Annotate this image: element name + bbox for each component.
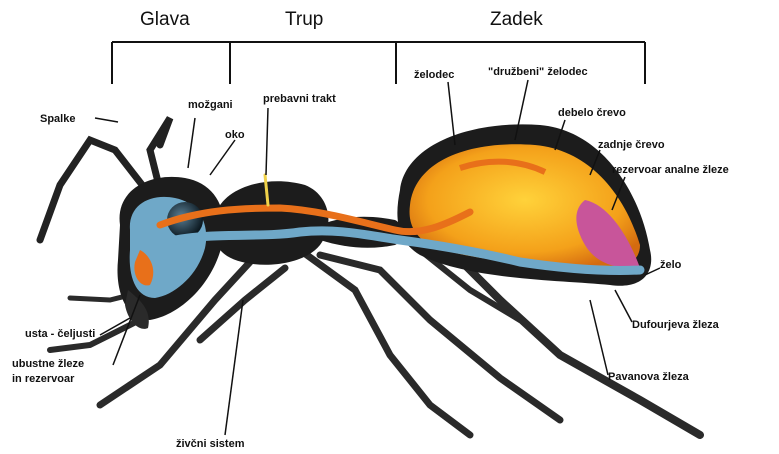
label-anal-gland-reservoir: rezervoar analne žleze (612, 164, 729, 176)
label-pavan-gland: Pavanova žleza (608, 371, 690, 383)
label-social-stomach: "družbeni" želodec (488, 66, 588, 78)
label-digestive-tract: prebavni trakt (263, 93, 336, 105)
label-nerve-system: živčni sistem (176, 438, 245, 450)
label-dufour-gland: Dufourjeva žleza (632, 319, 720, 331)
label-salivary-gland-line2: in rezervoar (12, 373, 75, 385)
label-stomach: želodec (414, 69, 454, 81)
section-thorax-label: Trup (285, 9, 323, 30)
label-mouth: usta - čeljusti (25, 328, 95, 340)
label-large-intestine: debelo črevo (558, 107, 626, 119)
section-abdomen-label: Zadek (490, 9, 543, 30)
label-salivary-gland-line1: ubustne žleze (12, 358, 84, 370)
label-antenna: Spalke (40, 113, 75, 125)
label-sting: želo (660, 259, 682, 271)
label-rectum: zadnje črevo (598, 139, 665, 151)
section-head-label: Glava (140, 9, 190, 30)
label-eye: oko (225, 129, 245, 141)
label-brain: možgani (188, 99, 233, 111)
